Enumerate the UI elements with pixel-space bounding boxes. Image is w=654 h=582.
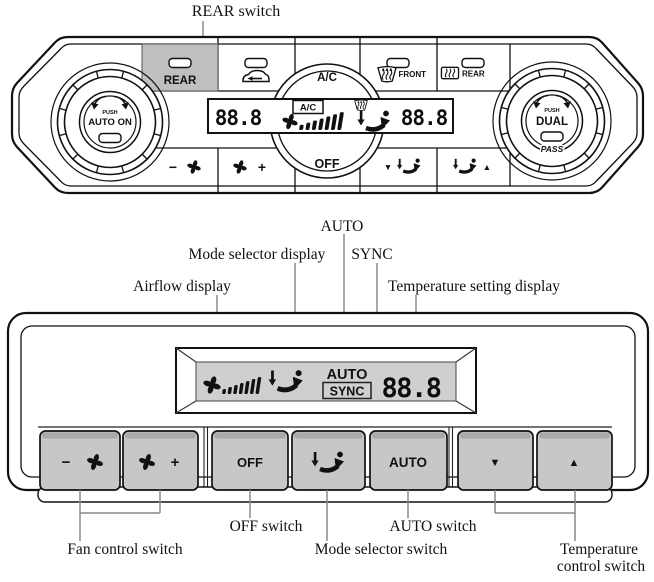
- dual-label: DUAL: [536, 116, 568, 128]
- rear-defroster-icon: [440, 66, 460, 80]
- button-top-bevel: [214, 432, 286, 439]
- defrost-mode-icon: [354, 99, 368, 111]
- recirc-indicator-lamp-icon: [244, 57, 268, 69]
- button-top-bevel: [460, 432, 531, 439]
- sync-indicator-box: [322, 381, 372, 400]
- rear-indicator-lamp-icon: [168, 57, 192, 69]
- temp-readout: 88.8: [381, 373, 440, 404]
- rear-defrost-button-label: REAR: [462, 70, 485, 79]
- fan-minus-label: −: [62, 454, 71, 471]
- auto-button-label: AUTO: [389, 455, 427, 470]
- front-button-label: FRONT: [399, 70, 427, 79]
- fan-plus-label: +: [171, 454, 180, 471]
- display-bevel-lines: [175, 347, 477, 414]
- auto-button[interactable]: AUTO: [369, 430, 448, 491]
- temperature-setting-display-label: Temperature setting display: [388, 278, 560, 295]
- sync-indicator: SYNC: [330, 385, 365, 399]
- off-switch-label: OFF switch: [230, 518, 303, 535]
- passenger-temp-readout: 88.8: [401, 106, 448, 130]
- button-top-bevel: [125, 432, 196, 439]
- temp-down-triangle: ▼: [490, 457, 501, 469]
- rear-defroster-button[interactable]: REAR: [440, 57, 485, 80]
- auto-on-label: AUTO ON: [88, 117, 132, 128]
- display-annotations: Airflow display Mode selector display AU…: [133, 218, 560, 388]
- temp-up-button[interactable]: ▲: [536, 430, 613, 491]
- mode-up-triangle: ▲: [483, 162, 491, 172]
- knob-indicator-lamp-icon: [540, 131, 564, 142]
- mode-down-triangle: ▼: [384, 162, 392, 172]
- top-display-frame: [207, 98, 454, 134]
- fan-control-switch-label: Fan control switch: [67, 541, 183, 558]
- rear-switch-label: REAR switch: [192, 3, 280, 20]
- switch-annotations: OFF switch AUTO switch Fan control switc…: [67, 490, 645, 575]
- pass-label: PASS: [541, 144, 564, 154]
- rear-switch-button[interactable]: REAR: [141, 43, 219, 92]
- sync-annotation-label: SYNC: [351, 246, 392, 263]
- top-panel-fan-minus-button[interactable]: −: [169, 159, 202, 175]
- button-top-bevel: [42, 432, 118, 439]
- auto-switch-label: AUTO switch: [389, 518, 476, 535]
- fan-plus-button[interactable]: +: [122, 430, 199, 491]
- bottom-panel-display: AUTO SYNC 88.8: [175, 347, 477, 414]
- driver-temp-readout: 88.8: [215, 106, 262, 130]
- button-top-bevel: [539, 432, 610, 439]
- auto-annotation-label: AUTO: [321, 218, 364, 235]
- ac-button-label: A/C: [317, 72, 337, 84]
- button-top-bevel: [372, 432, 445, 439]
- mode-selector-display-label: Mode selector display: [189, 246, 326, 263]
- display-screen: [195, 361, 457, 402]
- ac-badge-label: A/C: [300, 103, 317, 114]
- off-button-label: OFF: [315, 157, 340, 171]
- temperature-control-switch-label-line1: Temperature: [560, 541, 638, 558]
- fan-minus-label: −: [169, 159, 177, 175]
- off-button[interactable]: OFF: [211, 430, 289, 491]
- top-panel-display: 88.8 A/C 88.8: [207, 98, 454, 134]
- knob-indicator-lamp-icon: [98, 132, 122, 144]
- auto-indicator: AUTO: [327, 367, 368, 383]
- top-panel-fan-plus-button[interactable]: +: [232, 159, 266, 175]
- top-climate-panel: REAR FRONT REAR A/C OFF 88.: [10, 35, 645, 195]
- temp-up-triangle: ▲: [569, 457, 580, 469]
- bottom-climate-panel: AUTO SYNC 88.8 − +: [6, 311, 650, 503]
- left-knob-push-label: PUSH: [102, 110, 117, 116]
- button-top-bevel: [294, 432, 363, 439]
- front-defroster-button[interactable]: FRONT: [377, 57, 427, 83]
- off-button-label: OFF: [237, 455, 263, 470]
- temperature-control-switch-label-line2: control switch: [557, 558, 645, 575]
- fan-minus-button[interactable]: −: [39, 430, 121, 491]
- ac-badge-box: [292, 99, 324, 115]
- mode-selector-button[interactable]: [291, 430, 366, 491]
- airflow-display-label: Airflow display: [133, 278, 231, 295]
- fan-plus-label: +: [258, 159, 266, 175]
- dual-knob[interactable]: PUSH DUAL PASS: [493, 62, 611, 180]
- top-panel-mode-down-button[interactable]: ▼: [384, 156, 423, 174]
- front-defroster-icon: [377, 65, 397, 83]
- mode-selector-switch-label: Mode selector switch: [315, 541, 448, 558]
- auto-on-knob[interactable]: PUSH AUTO ON: [51, 63, 169, 181]
- top-panel-mode-up-button[interactable]: ▲: [451, 156, 491, 174]
- top-panel-inner-outline: [18, 43, 638, 187]
- switch-leader-lines: [79, 490, 576, 541]
- temp-down-button[interactable]: ▼: [457, 430, 534, 491]
- rear-defrost-indicator-lamp-icon: [461, 57, 485, 69]
- right-knob-push-label: PUSH: [544, 108, 559, 114]
- rear-button-label: REAR: [164, 75, 197, 87]
